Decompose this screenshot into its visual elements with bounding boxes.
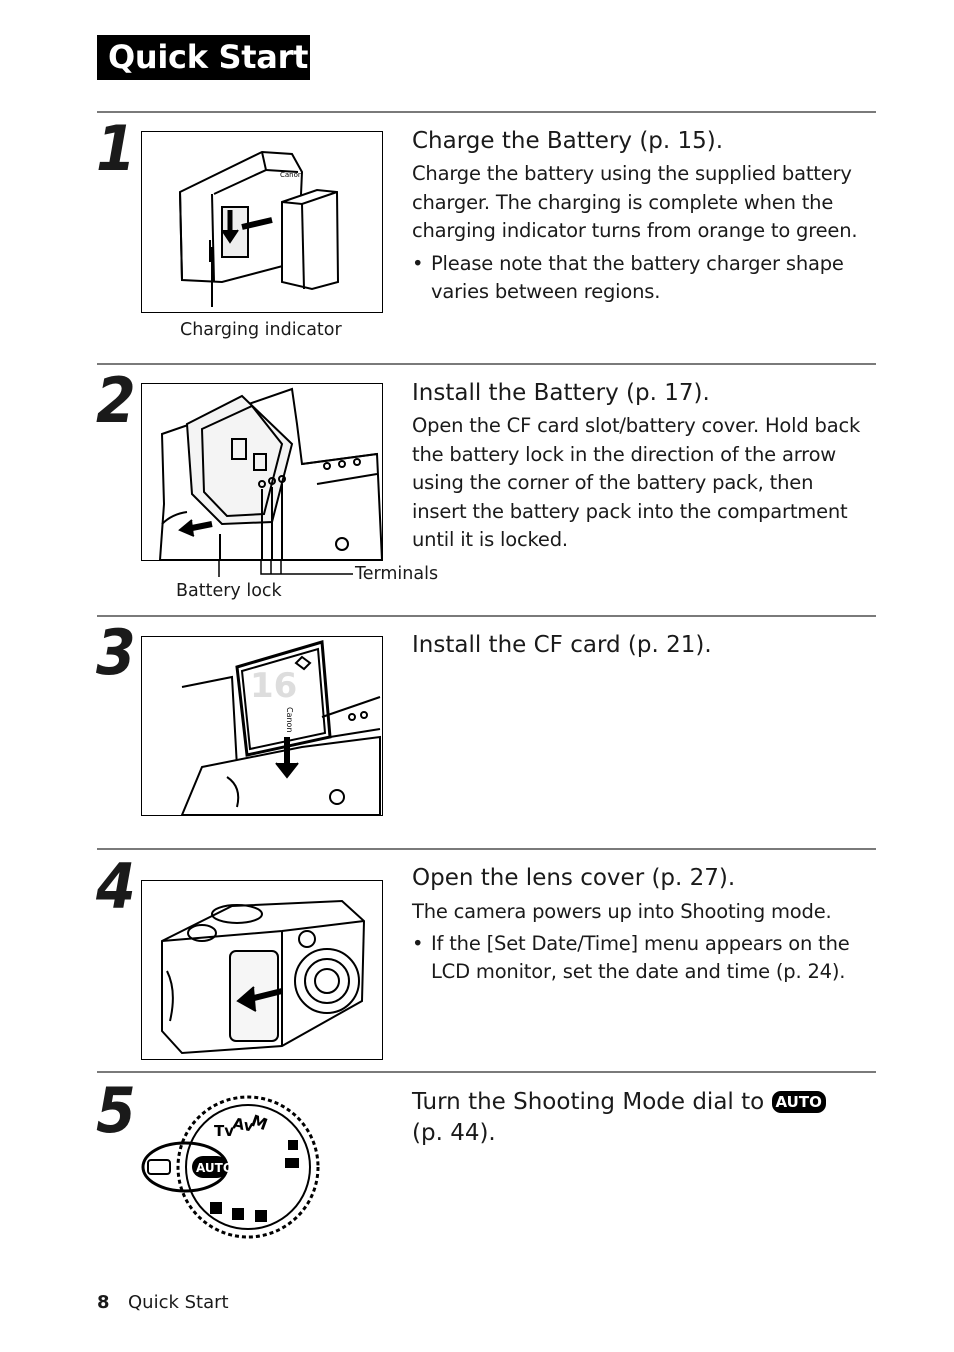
- battery-install-illustration: [141, 383, 383, 561]
- step-number: 4: [96, 850, 136, 923]
- note-text: Please note that the battery charger sha…: [431, 252, 844, 303]
- cf-card-install-illustration: Canon 16: [141, 636, 383, 816]
- svg-text:AUTO: AUTO: [196, 1161, 233, 1175]
- section-title: Quick Start: [108, 38, 309, 76]
- step-heading: Charge the Battery (p. 15).: [412, 128, 724, 154]
- step-number: 2: [96, 364, 136, 437]
- step-note: • Please note that the battery charger s…: [412, 250, 862, 306]
- step-body: Open the CF card slot/battery cover. Hol…: [412, 414, 861, 551]
- figure-caption-terminals: Terminals: [355, 564, 439, 584]
- divider-rule: [97, 848, 876, 850]
- figure-caption-battery-lock: Battery lock: [176, 581, 282, 601]
- svg-text:Tv: Tv: [214, 1122, 234, 1140]
- mode-dial-illustration: AUTO M Av Tv: [141, 1095, 320, 1239]
- callout-lines: [218, 559, 353, 577]
- auto-mode-badge: AUTO: [771, 1091, 826, 1113]
- step-heading: Open the lens cover (p. 27).: [412, 865, 736, 891]
- step-number: 5: [96, 1074, 136, 1147]
- lens-cover-illustration: [141, 880, 383, 1060]
- step-number: 3: [96, 616, 136, 689]
- heading-prefix: Turn the Shooting Mode dial to: [412, 1089, 765, 1115]
- svg-text:16: 16: [250, 666, 297, 706]
- svg-text:Canon: Canon: [285, 707, 294, 733]
- heading-suffix: (p. 44).: [412, 1120, 496, 1146]
- section-title-box: Quick Start: [97, 35, 310, 80]
- svg-text:Canon: Canon: [280, 171, 302, 179]
- step-note: • If the [Set Date/Time] menu appears on…: [412, 930, 862, 986]
- step-heading: Install the Battery (p. 17).: [412, 380, 710, 406]
- svg-text:Av: Av: [231, 1114, 255, 1135]
- divider-rule: [97, 1071, 876, 1073]
- divider-rule: [97, 111, 876, 113]
- battery-charger-illustration: Canon: [141, 131, 383, 313]
- divider-rule: [97, 363, 876, 365]
- step-body: Charge the battery using the supplied ba…: [412, 162, 858, 242]
- svg-text:M: M: [249, 1111, 270, 1134]
- note-text: If the [Set Date/Time] menu appears on t…: [431, 932, 850, 983]
- figure-caption: Charging indicator: [180, 320, 342, 340]
- bullet-symbol: •: [412, 252, 424, 275]
- step-number: 1: [96, 112, 136, 185]
- step-heading: Turn the Shooting Mode dial to AUTO (p. …: [412, 1087, 852, 1149]
- divider-rule: [97, 615, 876, 617]
- footer-label: Quick Start: [128, 1292, 229, 1313]
- step-heading: Install the CF card (p. 21).: [412, 632, 712, 658]
- bullet-symbol: •: [412, 932, 424, 955]
- page-number: 8: [97, 1292, 110, 1313]
- step-body: The camera powers up into Shooting mode.: [412, 900, 832, 923]
